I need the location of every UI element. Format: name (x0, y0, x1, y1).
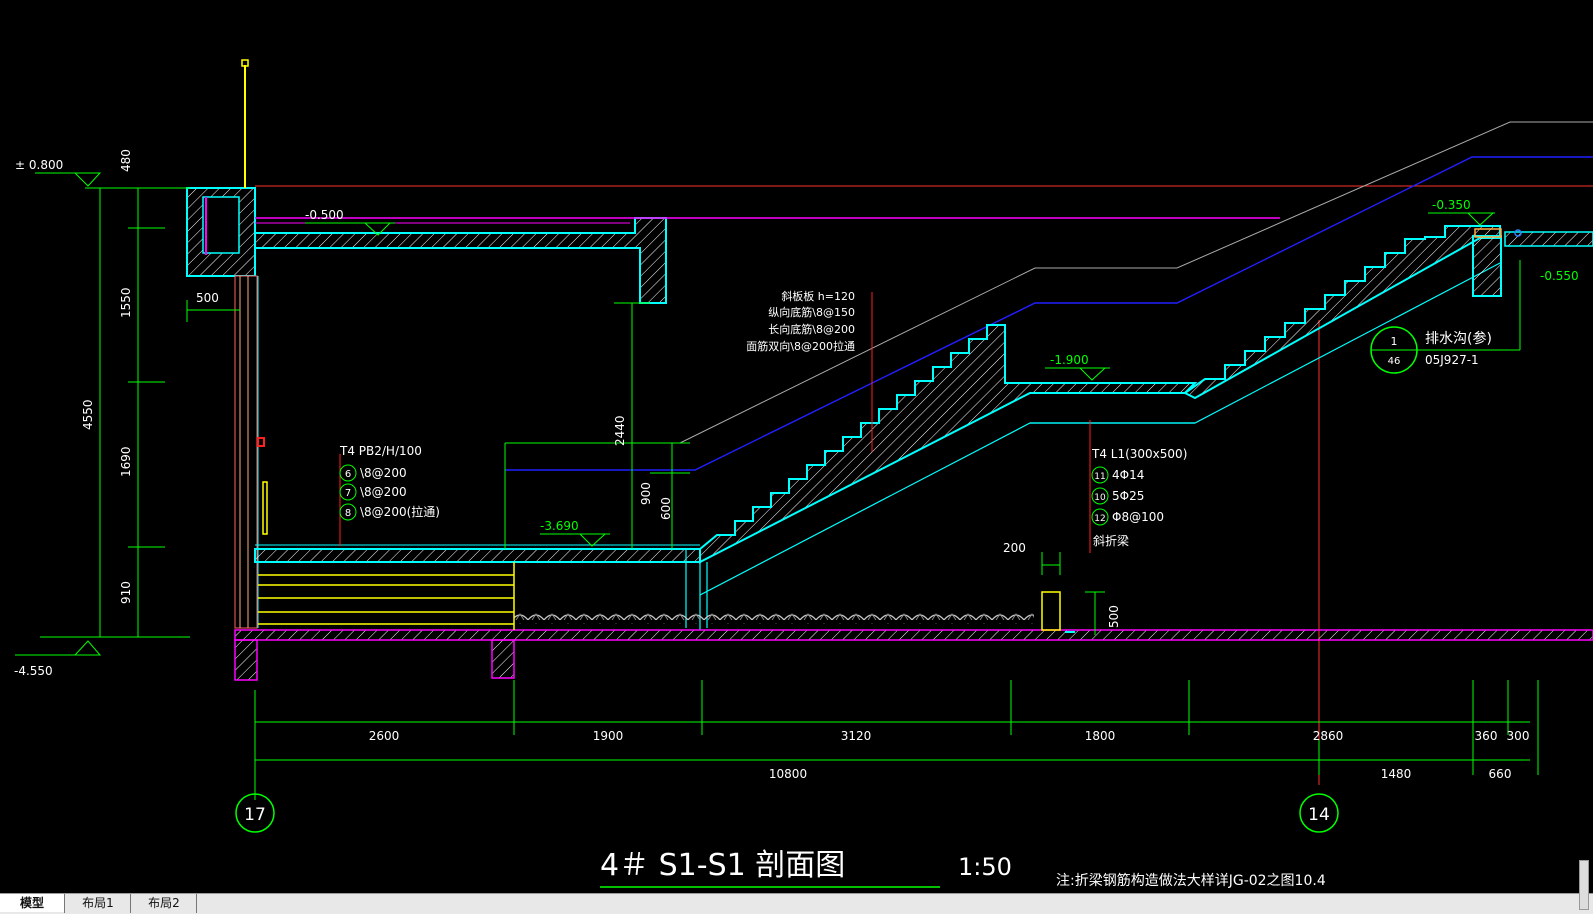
right-wall-block (1472, 235, 1502, 297)
vertical-scroll-handle[interactable] (1579, 860, 1589, 910)
left-wall-opening (202, 196, 240, 254)
dim-1690: 1690 (119, 446, 133, 477)
svg-text:14: 14 (1308, 805, 1330, 825)
elev-0500: -0.500 (305, 208, 344, 222)
dim-900: 900 (639, 482, 653, 505)
svg-text:长向底筋\8@200: 长向底筋\8@200 (768, 322, 855, 336)
small-curb (1041, 591, 1061, 631)
drawing-title: 4＃ S1-S1 剖面图 (600, 848, 845, 883)
upper-stair-flight (1183, 225, 1501, 400)
dim-500-top: 500 (196, 291, 219, 305)
dim-500-curb: 500 (1107, 605, 1121, 628)
elev-0350: -0.350 (1432, 198, 1471, 212)
tab-layout1[interactable]: 布局1 (66, 894, 130, 912)
svg-text:5Φ25: 5Φ25 (1112, 489, 1144, 503)
svg-text:Φ8@100: Φ8@100 (1112, 510, 1164, 524)
svg-text:斜折梁: 斜折梁 (1093, 533, 1129, 548)
svg-text:\8@200(拉通): \8@200(拉通) (360, 504, 440, 519)
cad-drawing[interactable]: 1 46 排水沟(参) 05J927-1 ± 0.800 -4.550 480 … (0, 0, 1593, 893)
dim-1550: 1550 (119, 287, 133, 318)
svg-text:8: 8 (345, 508, 351, 519)
dim-600: 600 (659, 497, 673, 520)
elev-bottom: -4.550 (14, 664, 53, 678)
svg-text:\8@200: \8@200 (360, 466, 407, 480)
grey-profile-line (679, 121, 1593, 444)
drain-bottom: 46 (1388, 356, 1401, 367)
dim-4550: 4550 (81, 399, 95, 430)
lower-stair-flight (699, 324, 1198, 564)
elev-1900: -1.900 (1050, 353, 1089, 367)
foundation-slab (234, 629, 1593, 641)
upper-slab (254, 217, 667, 304)
bottom-dim-chain (254, 680, 1539, 800)
svg-text:面筋双向\8@200拉通: 面筋双向\8@200拉通 (746, 339, 855, 353)
yellow-steps (258, 562, 515, 630)
tab-model[interactable]: 模型 (0, 894, 64, 912)
drawing-note: 注:折梁钢筋构造做法大样详JG-02之图10.4 (1056, 872, 1326, 889)
svg-text:\8@200: \8@200 (360, 485, 407, 499)
drain-label: 排水沟(参) (1425, 330, 1492, 347)
svg-text:660: 660 (1489, 767, 1512, 781)
svg-text:斜板板 h=120: 斜板板 h=120 (781, 289, 855, 303)
tab-model-label: 模型 (19, 896, 44, 910)
svg-text:1480: 1480 (1381, 767, 1412, 781)
elev-ground: ± 0.800 (15, 158, 63, 172)
svg-text:2600: 2600 (369, 729, 400, 743)
blue-profile-line (505, 156, 1593, 471)
drain-top: 1 (1391, 335, 1398, 348)
elev-0550: -0.550 (1540, 269, 1579, 283)
svg-text:11: 11 (1094, 472, 1105, 482)
svg-text:T4 L1(300x500): T4 L1(300x500) (1091, 447, 1187, 461)
dims-bottom-labels: 2600 1900 3120 1800 2860 360 300 10800 1… (369, 729, 1530, 781)
svg-text:4Φ14: 4Φ14 (1112, 468, 1144, 482)
svg-text:17: 17 (244, 805, 266, 825)
drain-ref: 05J927-1 (1425, 353, 1479, 367)
beam-note: T4 L1(300x500) 11 4Φ14 10 5Φ25 12 Φ8@100… (1091, 447, 1187, 548)
lower-landing-slab (254, 548, 701, 563)
tab-layout2[interactable]: 布局2 (132, 894, 196, 912)
svg-text:2860: 2860 (1313, 729, 1344, 743)
gravel-fill (514, 610, 1034, 624)
dim-200: 200 (1003, 541, 1026, 555)
slab-note: 斜板板 h=120 纵向底筋\8@150 长向底筋\8@200 面筋双向\8@2… (746, 289, 855, 353)
tab-layout2-label: 布局2 (148, 896, 180, 910)
svg-text:300: 300 (1507, 729, 1530, 743)
svg-text:纵向底筋\8@150: 纵向底筋\8@150 (768, 305, 855, 319)
svg-text:10: 10 (1094, 493, 1106, 503)
dim-2440: 2440 (613, 415, 627, 446)
svg-text:1800: 1800 (1085, 729, 1116, 743)
svg-text:10800: 10800 (769, 767, 807, 781)
layout-tab-bar: 模型 布局1 布局2 (0, 860, 1593, 914)
svg-text:360: 360 (1475, 729, 1498, 743)
dim-910: 910 (119, 581, 133, 604)
left-wall-body (234, 275, 258, 629)
elev-3690: -3.690 (540, 519, 579, 533)
svg-text:3120: 3120 (841, 729, 872, 743)
left-vertical-dims (15, 172, 190, 656)
pb-note: T4 PB2/H/100 6 \8@200 7 \8@200 8 \8@200(… (339, 444, 440, 521)
svg-text:12: 12 (1094, 514, 1105, 524)
drain-reference: 1 46 排水沟(参) 05J927-1 (1370, 260, 1521, 374)
svg-text:T4 PB2/H/100: T4 PB2/H/100 (339, 444, 422, 458)
drawing-scale: 1:50 (958, 853, 1012, 881)
elevation-markers (305, 212, 1495, 547)
svg-text:6: 6 (345, 469, 351, 480)
tab-layout1-label: 布局1 (82, 896, 114, 910)
svg-text:1900: 1900 (593, 729, 624, 743)
svg-text:7: 7 (345, 488, 351, 499)
grid-bubble-14: 14 (1299, 793, 1339, 833)
grid-bubble-17: 17 (235, 793, 275, 833)
dim-480: 480 (119, 149, 133, 172)
